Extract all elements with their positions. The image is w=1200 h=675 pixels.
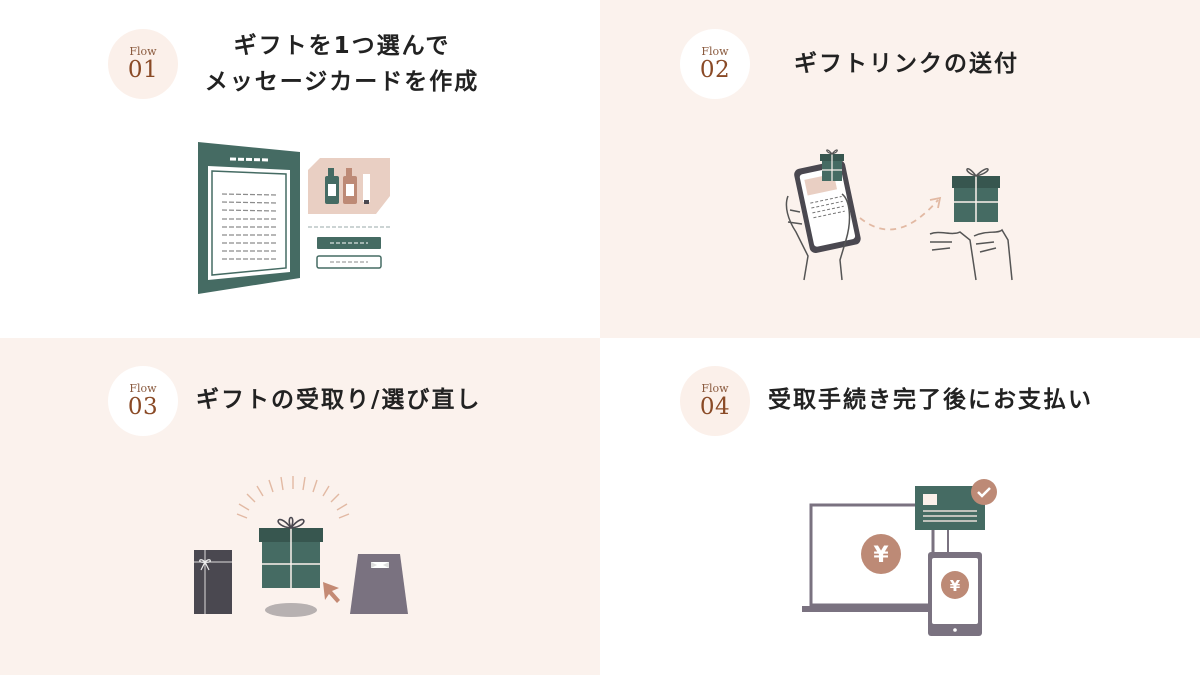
gray-gift-bag bbox=[350, 553, 408, 614]
flow-label: Flow bbox=[129, 45, 157, 58]
step-title: ギフトの受取り/選び直し bbox=[196, 382, 481, 418]
gift-shadow bbox=[265, 602, 317, 617]
step-badge: Flow 02 bbox=[680, 29, 750, 99]
step-number: 03 bbox=[127, 393, 159, 420]
flow-step-04: Flow 04 受取手続き完了後にお支払い ¥ bbox=[600, 337, 1200, 675]
step-title: 受取手続き完了後にお支払い bbox=[768, 382, 1093, 418]
svg-text:¥: ¥ bbox=[873, 543, 889, 568]
step-title-line-1: 受取手続き完了後にお支払い bbox=[768, 386, 1093, 413]
step-number: 04 bbox=[699, 393, 731, 420]
payment-illustration: ¥ ¥ bbox=[802, 478, 997, 636]
step-number: 01 bbox=[127, 57, 159, 83]
yen-coin-small-icon bbox=[941, 570, 969, 599]
check-icon bbox=[971, 478, 997, 505]
flow-label: Flow bbox=[701, 381, 729, 395]
flow-step-02: Flow 02 ギフトリンクの送付 bbox=[600, 0, 1200, 338]
cursor-icon bbox=[323, 581, 340, 603]
yen-coin-icon bbox=[861, 533, 901, 574]
svg-text:¥: ¥ bbox=[950, 577, 961, 595]
step-title-line-2: メッセージカードを作成 bbox=[204, 69, 480, 95]
step-title: ギフトリンクの送付 bbox=[794, 46, 1019, 82]
phone-send-gift-illustration bbox=[785, 149, 1013, 281]
step-title-line-1: ギフトを1つ選んで bbox=[233, 33, 451, 59]
step-title: ギフトを1つ選んで メッセージカードを作成 bbox=[192, 28, 492, 100]
step-title-line-1: ギフトの受取り/選び直し bbox=[196, 386, 482, 413]
flow-step-03: Flow 03 ギフトの受取り/選び直し bbox=[0, 337, 600, 675]
flow-label: Flow bbox=[701, 45, 729, 58]
message-card-illustration bbox=[198, 142, 392, 294]
step-number: 02 bbox=[699, 57, 731, 83]
choose-gift-illustration bbox=[194, 475, 408, 617]
flow-label: Flow bbox=[129, 381, 157, 395]
dark-gift-box bbox=[194, 549, 232, 614]
step-title-line-1: ギフトリンクの送付 bbox=[794, 51, 1019, 77]
step-badge: Flow 01 bbox=[108, 29, 178, 99]
step-badge: Flow 04 bbox=[680, 365, 750, 436]
step-badge: Flow 03 bbox=[108, 365, 178, 436]
flow-step-01: Flow 01 ギフトを1つ選んで メッセージカードを作成 bbox=[0, 0, 600, 338]
sparkle-rays bbox=[236, 475, 350, 519]
